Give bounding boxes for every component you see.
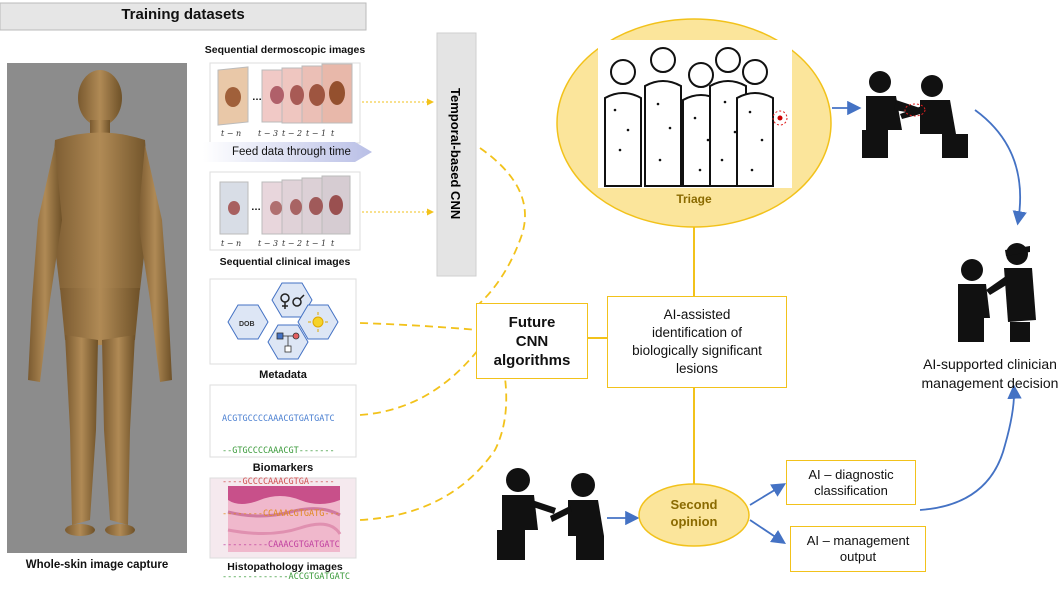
seq-label: t − n <box>221 129 241 138</box>
seq-label: t − 1 <box>306 129 326 138</box>
surgeon-procedure-icon <box>958 243 1036 342</box>
seq-label: t − 3 <box>258 129 278 138</box>
seq-label: t <box>331 129 335 138</box>
biomarker-line: ---------CAAACGTGATGATC <box>222 540 340 550</box>
pedigree-icon <box>276 332 300 353</box>
metadata-dob: DOB <box>239 321 255 328</box>
patients-outline-icon <box>604 47 774 187</box>
second-opinion-ellipse <box>638 483 750 547</box>
feed-data-arrow <box>203 142 372 162</box>
arrow-to-ai-management <box>749 519 786 544</box>
biomarkers-panel <box>209 384 357 458</box>
ai-management-box: AI – management output <box>790 526 926 572</box>
consultation-icon <box>497 468 604 560</box>
future-cnn-line2: CNN <box>515 332 549 350</box>
seq-label: t − 2 <box>282 129 302 138</box>
second-opinion-line2: opinion <box>670 514 718 529</box>
whole-skin-label: Whole-skin image capture <box>25 559 169 571</box>
ai-identification-line2: identification of <box>651 325 743 340</box>
ai-identification-line4: lesions <box>675 361 719 376</box>
biomarker-line: ----GCCCCAAACGTGA----- <box>222 477 335 487</box>
suspicious-lesion-marker <box>772 110 788 126</box>
ai-diagnostic-line2: classification <box>814 482 888 498</box>
biomarkers-label: Biomarkers <box>252 462 314 474</box>
future-cnn-line3: algorithms <box>493 351 571 369</box>
histopathology-image <box>227 486 342 552</box>
triage-label: Triage <box>676 192 712 206</box>
ai-identification-line1: AI-assisted <box>663 307 731 322</box>
lesion-dots <box>613 100 764 172</box>
clinician-decision-label: AI-supported clinician management decisi… <box>916 355 1064 393</box>
dashed-connectors <box>359 147 526 521</box>
clinician-examining-icon <box>862 71 968 158</box>
metadata-label: Metadata <box>259 369 307 381</box>
biomarker-line: -------------ACCGTGATGATC <box>222 571 350 582</box>
clinical-time-labels: t − n t − 3 t − 2 t − 1 t <box>221 239 335 248</box>
seq-label: t − 1 <box>306 239 326 248</box>
svg-text:…: … <box>252 92 262 103</box>
second-opinion-label: Second opinion <box>640 496 748 530</box>
ai-identification-box: AI-assisted identification of biological… <box>607 296 787 388</box>
ai-diagnostic-box: AI – diagnostic classification <box>786 460 916 505</box>
suspicious-lesion-dot <box>777 115 783 121</box>
clinical-title: Sequential clinical images <box>219 256 351 268</box>
biomarker-line: --GTGCCCCAAACGT------- <box>222 445 335 456</box>
gender-icon <box>280 293 305 309</box>
ai-identification-line3: biologically significant <box>632 343 762 358</box>
temporal-cnn-label: Temporal-based CNN <box>448 88 463 219</box>
seq-label: t <box>331 239 335 248</box>
arrow-to-ai-diagnostic <box>749 483 787 506</box>
svg-text:…: … <box>251 202 261 213</box>
feed-data-label: Feed data through time <box>232 146 351 158</box>
training-datasets-title: Training datasets <box>121 6 245 23</box>
temporal-cnn-box <box>436 32 477 277</box>
clinician-decision-line2: management decision <box>921 375 1059 391</box>
ai-management-line2: output <box>839 549 877 564</box>
ai-management-line1: AI – management <box>806 533 910 548</box>
ai-diagnostic-line1: AI – diagnostic <box>808 466 894 482</box>
clinical-frames: … <box>219 175 351 235</box>
second-opinion-line1: Second <box>670 497 718 512</box>
dermoscopic-time-labels: t − n t − 3 t − 2 t − 1 t <box>221 129 335 138</box>
arrow-exam-to-surgeon <box>974 109 1027 226</box>
diagram-canvas: … t − n t − 3 t − 2 t − 1 t … t − n t − … <box>0 2 1036 560</box>
seq-label: t − 3 <box>258 239 278 248</box>
dermoscopic-frames: … <box>217 63 353 126</box>
human-body-figure <box>28 70 172 536</box>
sun-icon <box>308 312 328 332</box>
future-cnn-box: Future CNN algorithms <box>476 303 588 379</box>
biomarker-line: ACGTGCCCCAAACGTGATGATC <box>222 414 335 424</box>
seq-label: t − n <box>221 239 241 248</box>
future-cnn-line1: Future <box>508 313 556 331</box>
histopathology-label: Histopathology images <box>227 561 343 573</box>
biomarker-line: --------CCAAACGTGATG--- <box>222 508 340 519</box>
clinician-decision-line1: AI-supported clinician <box>923 356 1057 372</box>
training-datasets-header <box>0 2 367 31</box>
arrow-to-clinician-decision <box>919 384 1022 511</box>
seq-label: t − 2 <box>282 239 302 248</box>
dermoscopic-title: Sequential dermoscopic images <box>204 44 366 56</box>
